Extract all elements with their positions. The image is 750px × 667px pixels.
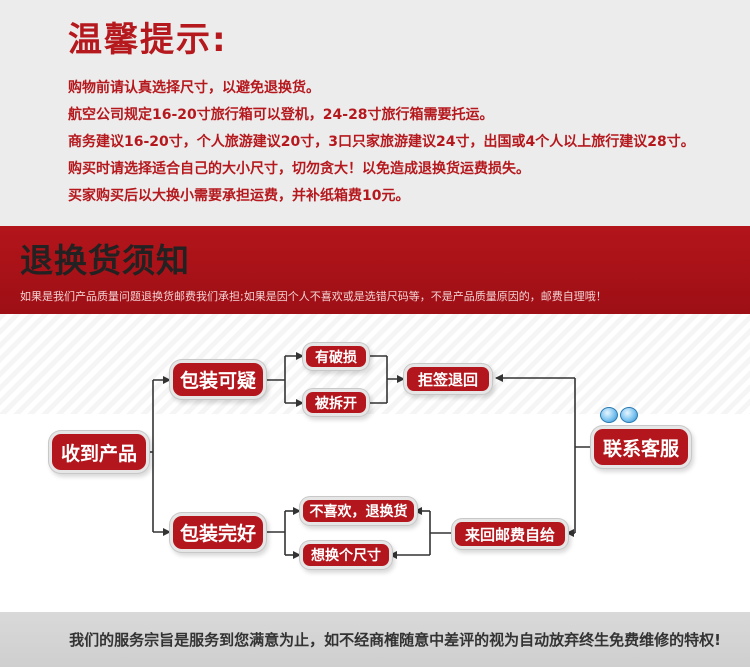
change-size-box: 想换个尺寸 <box>303 544 389 566</box>
package-intact-box: 包装完好 <box>173 516 263 549</box>
unpacked-box: 被拆开 <box>306 392 366 413</box>
receive-product-box: 收到产品 <box>52 434 146 470</box>
notice-line: 商务建议16-20寸，个人旅游建议20寸，3口只家旅游建议24寸，出国或4个人以… <box>68 134 695 150</box>
notice-title: 温馨提示: <box>68 20 228 60</box>
notice-line: 航空公司规定16-20寸旅行箱可以登机，24-28寸旅行箱需要托运。 <box>68 107 494 123</box>
package-suspect-box: 包装可疑 <box>173 363 263 396</box>
banner-stripe-background <box>0 314 750 414</box>
mascot-icon <box>620 407 638 423</box>
notice-line: 购物前请认真选择尺寸，以避免退换货。 <box>68 80 320 96</box>
return-shipping-box: 来回邮费自给 <box>455 522 565 546</box>
notice-line: 买家购买后以大换小需要承担运费，并补纸箱费10元。 <box>68 188 410 204</box>
dislike-return-box: 不喜欢，退换货 <box>303 500 414 522</box>
footer-bar: 我们的服务宗旨是服务到您满意为止，如不经商榷随意中差评的视为自动放弃终生免费维修… <box>0 612 750 667</box>
refuse-return-box: 拒签退回 <box>407 367 489 391</box>
banner-title: 退换货须知 <box>20 241 190 280</box>
footer-text: 我们的服务宗旨是服务到您满意为止，如不经商榷随意中差评的视为自动放弃终生免费维修… <box>69 631 721 649</box>
banner-subtitle: 如果是我们产品质量问题退换货邮费我们承担;如果是因个人不喜欢或是选错尺码等，不是… <box>20 290 607 303</box>
notice-line: 购买时请选择适合自己的大小尺寸，切勿贪大！以免造成退换货运费损失。 <box>68 161 530 177</box>
contact-service-box[interactable]: 联系客服 <box>594 429 688 465</box>
damaged-box: 有破损 <box>306 346 366 367</box>
return-banner <box>0 226 750 314</box>
notice-section: 温馨提示: 购物前请认真选择尺寸，以避免退换货。 航空公司规定16-20寸旅行箱… <box>0 0 750 226</box>
mascot-icon <box>600 407 618 423</box>
